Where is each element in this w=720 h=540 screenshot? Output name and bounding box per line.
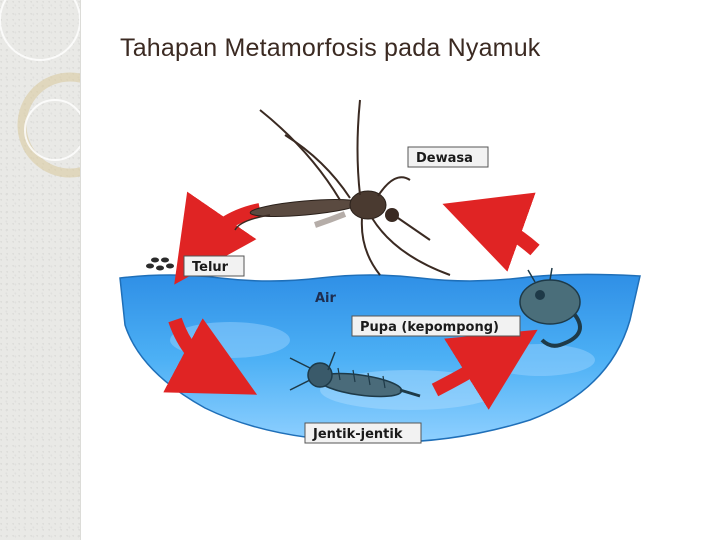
decorative-circles [0, 0, 123, 178]
slide-title: Tahapan Metamorfosis pada Nyamuk [120, 34, 541, 62]
mosquito-life-cycle-diagram: Air [110, 90, 650, 450]
stage-label-egg: Telur [183, 255, 245, 277]
label-text-egg: Telur [192, 260, 229, 275]
mosquito-eggs-illustration [146, 257, 174, 271]
stage-label-pupa: Pupa (kepompong) [351, 315, 521, 337]
label-box [183, 255, 245, 277]
arrow-larva-to-pupa [431, 329, 538, 410]
larva-illustration [289, 351, 421, 398]
water-label: Air [315, 291, 337, 306]
label-text-pupa: Pupa (kepompong) [360, 320, 499, 335]
pupa-illustration [519, 267, 582, 348]
label-box [351, 315, 521, 337]
arrow-egg-to-larva [163, 317, 258, 395]
stage-label-larva: Jentik-jentik [304, 422, 422, 444]
label-box [304, 422, 422, 444]
stage-label-adult: Dewasa [407, 146, 489, 168]
arrow-pupa-to-adult [442, 192, 540, 272]
label-box [407, 146, 489, 168]
adult-mosquito-illustration [234, 99, 451, 276]
decorative-side-strip [0, 0, 123, 540]
arrow-adult-to-egg [174, 191, 262, 285]
label-text-adult: Dewasa [416, 151, 473, 166]
label-text-larva: Jentik-jentik [312, 427, 403, 442]
